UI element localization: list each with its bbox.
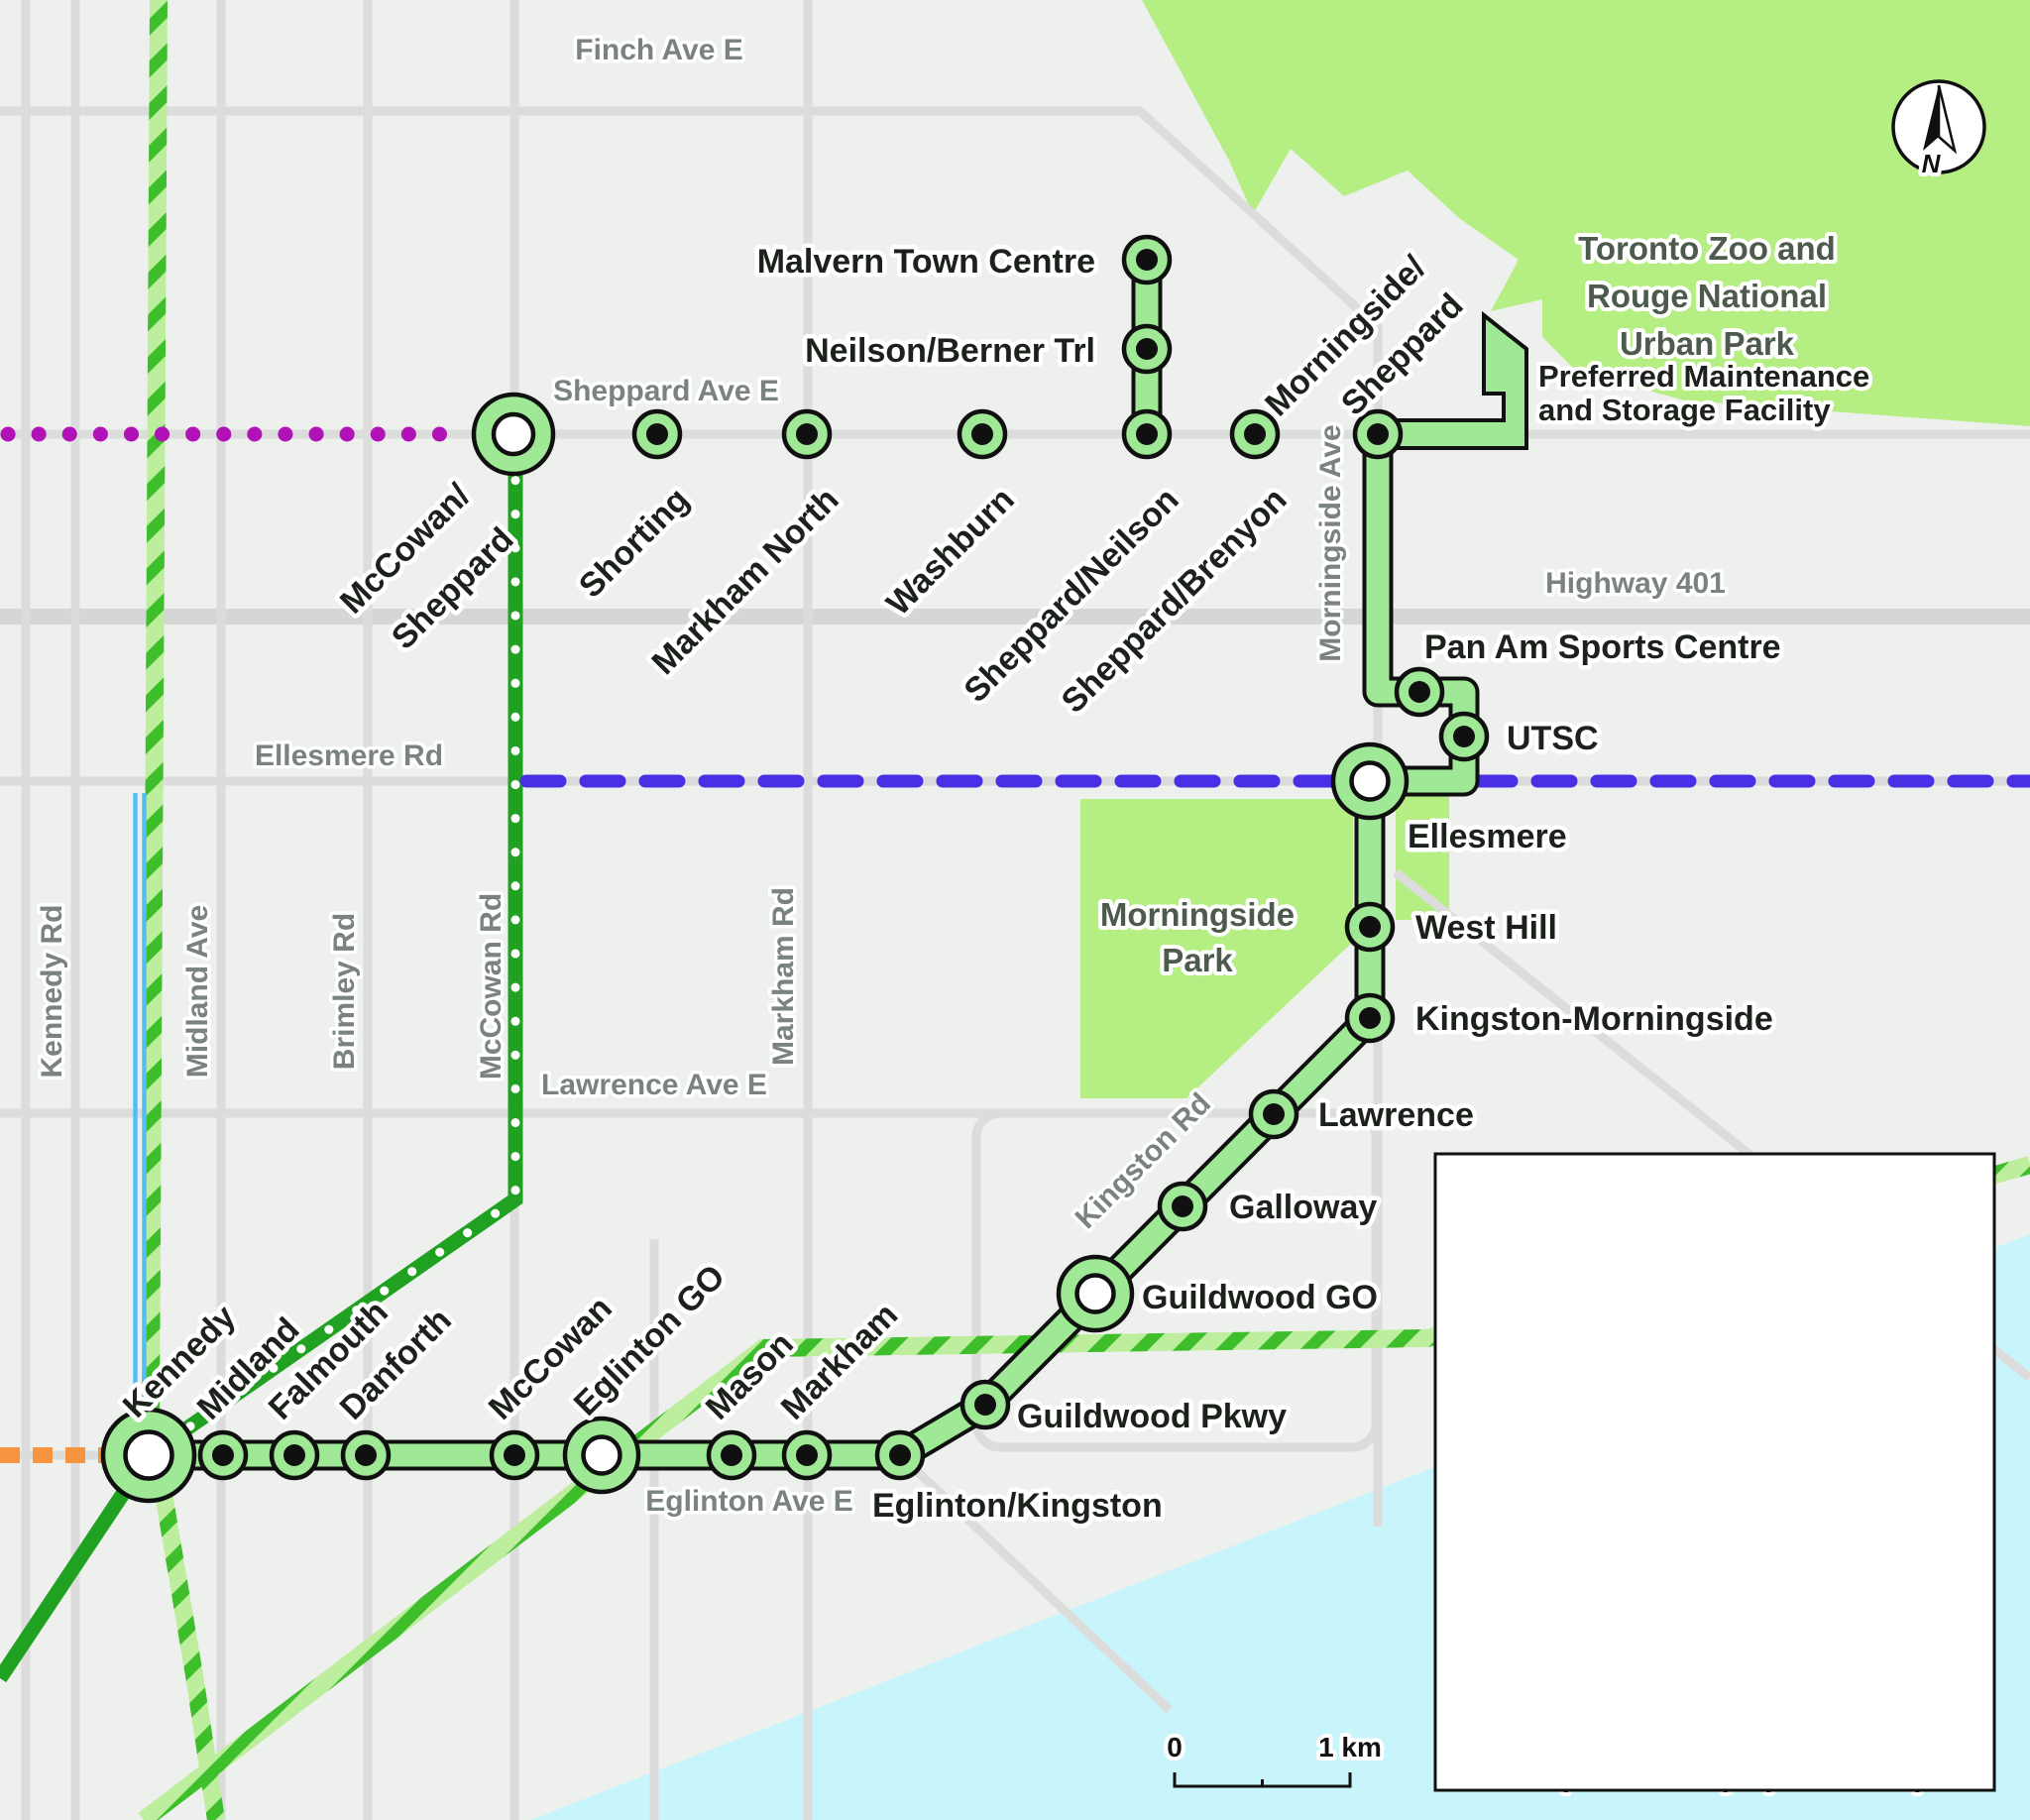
road-label: Lawrence Ave E [541,1069,767,1101]
road-label: Sheppard Ave E [553,375,779,407]
station-mason [706,1429,757,1481]
station-label: Neilson/Berner Trl [805,332,1095,370]
road-label: Midland Ave [181,905,214,1078]
station-morningside-sheppard [1352,408,1404,460]
station-sheppard-brenyon [1229,408,1281,460]
facility-label: and Storage Facility [1538,393,1831,427]
facility-label: Preferred Maintenance [1538,359,1869,394]
station-sheppard-neilson [1121,408,1173,460]
station-utsc [1438,711,1490,762]
station-label: Guildwood GO [1142,1279,1378,1316]
park-label: Morningside [1100,896,1295,933]
station-pan-am-sports-centre [1394,666,1445,718]
station-ellesmere [1330,741,1410,821]
station-shorting [631,408,683,460]
scale-one-km: 1 km [1318,1732,1382,1763]
road-label: Kennedy Rd [36,904,68,1078]
go-line-stouffville [141,0,225,1820]
morningside-park [1080,799,1353,1098]
road-label: Highway 401 [1545,567,1726,600]
station-eglinton-go [562,1416,641,1495]
park-label: Urban Park [1620,325,1795,362]
morningside-park-east [1396,793,1449,920]
station-neilson-berner-trl [1121,323,1173,375]
station-mccowan-sheppard [471,392,556,477]
station-label: Lawrence [1318,1096,1474,1134]
line-2-extension-dots [144,437,520,1460]
park-label: Park [1162,942,1233,978]
scale-zero: 0 [1167,1732,1183,1763]
station-guildwood-pkwy [959,1379,1011,1430]
station-danforth [340,1429,392,1481]
station-label: Kingston-Morningside [1415,1000,1773,1038]
compass-n: N [1922,149,1942,178]
station-midland [197,1429,249,1481]
stations [100,234,1490,1504]
station-label: Galloway [1229,1189,1377,1226]
road-label: Morningside Ave [1314,424,1347,661]
station-falmouth [269,1429,320,1481]
station-label: Malvern Town Centre [757,243,1095,281]
legend-box [1433,1152,1996,1792]
station-label: West Hill [1415,909,1557,947]
road-label: Finch Ave E [575,34,742,66]
station-galloway [1157,1181,1208,1232]
station-markham-north [781,408,833,460]
station-label: Ellesmere [1408,818,1567,855]
station-lawrence [1248,1088,1299,1140]
road-label: Brimley Rd [328,913,361,1070]
park-label: Toronto Zoo and [1578,230,1836,267]
scale-bar: 0 1 km [1163,1728,1386,1788]
station-eglinton-kingston [874,1429,926,1481]
station-label: Eglinton/Kingston [872,1487,1163,1525]
station-mccowan [489,1429,540,1481]
station-kennedy [100,1407,197,1504]
station-west-hill [1344,901,1396,953]
road-label: Ellesmere Rd [255,739,443,772]
station-label: Guildwood Pkwy [1017,1398,1287,1435]
road-label: Eglinton Ave E [645,1485,852,1518]
road-label: McCowan Rd [475,893,508,1080]
compass-needle [1923,85,1939,151]
north-compass: N [1891,79,1986,182]
park-label: Rouge National [1587,278,1827,314]
station-label: UTSC [1507,720,1599,757]
station-guildwood-go [1056,1254,1135,1333]
road-label: Markham Rd [767,887,800,1066]
toronto-zoo-park [1142,0,2030,426]
station-washburn [957,408,1008,460]
guildwood-road-loop [971,1108,1381,1452]
station-label: Pan Am Sports Centre [1424,628,1781,666]
station-malvern-town-centre [1121,234,1173,285]
station-kingston-morningside [1344,992,1396,1044]
station-markham [781,1429,833,1481]
